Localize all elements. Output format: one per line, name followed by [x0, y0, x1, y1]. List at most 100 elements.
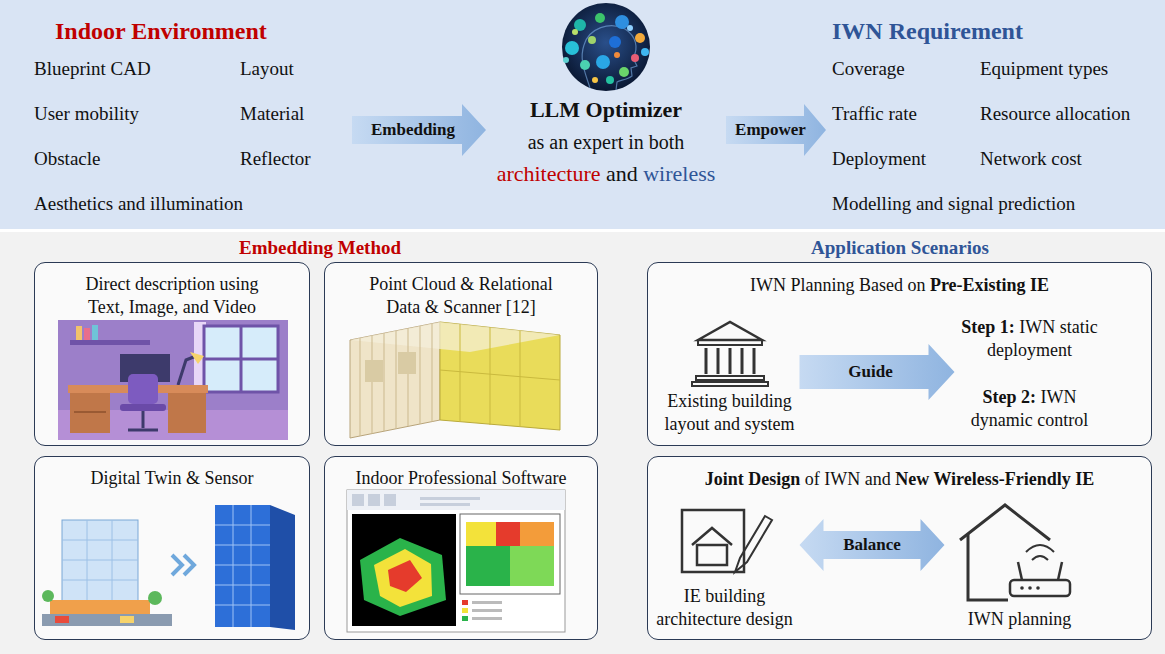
- building-icon-part: [741, 348, 744, 374]
- digital-twin-illustration-part: [148, 591, 162, 605]
- software-screenshot-part: [420, 503, 470, 506]
- blueprint-icon-part: [682, 510, 744, 572]
- house-router-icon-part: [1058, 562, 1062, 580]
- room-illustration: [58, 320, 288, 440]
- software-screenshot-part: [496, 522, 520, 546]
- list-item: Material: [240, 91, 350, 136]
- node-text: New Wireless-Friendly IE: [895, 469, 1094, 489]
- block-arrow: [352, 104, 486, 156]
- top-band: [0, 0, 1165, 229]
- node-text: Digital Twin & Sensor: [91, 468, 254, 488]
- software-screenshot-part: [466, 522, 496, 546]
- software-screenshot-part: [368, 494, 380, 506]
- room-illustration-part: [168, 393, 206, 433]
- ai-orb-illustration-part: [580, 60, 590, 70]
- block-arrow: [726, 104, 826, 156]
- node-text: Point Cloud & Relational Data & Scanner …: [369, 274, 553, 317]
- node-text: IWN Planning Based on: [750, 275, 925, 295]
- digital-twin-illustration-part: [120, 616, 134, 623]
- digital-twin-illustration-part: [62, 540, 138, 541]
- list-item: Traffic rate: [832, 91, 980, 136]
- point-cloud-illustration-part: [490, 327, 491, 425]
- card-fill-part: [324, 456, 598, 640]
- building-icon-part: [729, 348, 732, 374]
- room-illustration-part: [204, 358, 278, 361]
- digital-twin-illustration-part: [172, 555, 182, 575]
- node-text: and: [606, 161, 638, 186]
- ai-orb-illustration-part: [631, 54, 639, 62]
- house-router-icon-part: [1010, 580, 1070, 596]
- building-icon-part: [696, 376, 764, 380]
- ai-orb-illustration-part: [606, 76, 614, 84]
- arrow-label: Embedding: [371, 120, 455, 140]
- house-router-icon-part: [1036, 586, 1040, 590]
- room-illustration-part: [142, 411, 145, 428]
- software-screenshot: [347, 490, 565, 632]
- ai-orb-illustration-part: [565, 41, 579, 55]
- list-item: Layout: [240, 46, 350, 91]
- building-icon: [692, 322, 768, 386]
- list-item: Aesthetics and illumination: [34, 181, 350, 226]
- icon-node: Existing building layout and system: [660, 318, 800, 432]
- step-list: Step 1:IWN static deploymentStep 2:IWN d…: [955, 316, 1105, 432]
- top-band-part: [0, 0, 1165, 229]
- arrow-label: Balance: [843, 535, 901, 555]
- room-illustration-part: [76, 326, 82, 340]
- method-card: Indoor Professional Software: [324, 456, 598, 640]
- ai-orb-illustration: [562, 3, 650, 91]
- point-cloud-illustration-part: [520, 331, 521, 427]
- icon-node: IE building architecture design: [650, 500, 800, 634]
- software-screenshot-part: [384, 494, 396, 506]
- node-text: as an expert in both: [528, 131, 685, 153]
- room-illustration-part: [128, 374, 158, 404]
- room-illustration-part: [190, 352, 204, 364]
- digital-twin-illustration-part: [62, 520, 138, 602]
- optimizer-core: LLM Optimizeras an expert in botharchite…: [486, 95, 726, 191]
- digital-twin-illustration-part: [215, 585, 270, 586]
- list-item: Equipment types: [980, 46, 1160, 91]
- ai-orb-illustration-part: [582, 26, 637, 90]
- text-line: Step 1:IWN static deployment: [955, 316, 1105, 362]
- room-illustration-part: [120, 404, 166, 411]
- text-line: Existing building layout and system: [660, 390, 800, 436]
- text-line: architectureandwireless: [486, 159, 726, 191]
- digital-twin-illustration-part: [270, 505, 295, 630]
- ai-orb-illustration-part: [614, 52, 620, 58]
- node-text: Step 2:: [983, 387, 1037, 407]
- point-cloud-illustration-part: [396, 331, 397, 429]
- digital-twin-illustration-part: [215, 505, 270, 627]
- digital-twin-illustration-part: [55, 616, 69, 623]
- digital-twin-illustration-part: [215, 545, 270, 546]
- house-router-icon-part: [1032, 556, 1048, 560]
- node-text: Pre-Existing: [930, 275, 1026, 295]
- ai-orb-illustration-part: [588, 36, 596, 44]
- text-line: Indoor Professional Software: [345, 467, 577, 490]
- environment-group: Indoor EnvironmentBlueprint CADLayoutUse…: [30, 16, 352, 226]
- node-text: Step 1:: [961, 317, 1015, 337]
- node-text: IE building architecture design: [656, 586, 792, 629]
- block-arrow: [800, 519, 945, 571]
- node-text: IE: [1030, 275, 1049, 295]
- node-text: architecture: [497, 161, 601, 186]
- list-item: Network cost: [980, 136, 1160, 181]
- house-router-icon-part: [1028, 586, 1032, 590]
- ai-orb-illustration-part: [592, 77, 598, 83]
- point-cloud-illustration-part: [420, 326, 421, 424]
- house-router-icon-part: [1020, 586, 1024, 590]
- card-fill-part: [647, 456, 1152, 640]
- bottom-ground-part: [0, 232, 1165, 654]
- blueprint-icon: [682, 510, 772, 572]
- ai-orb-illustration-part: [609, 36, 621, 48]
- point-cloud-illustration: [350, 322, 560, 438]
- text-line: Digital Twin & Sensor: [55, 467, 289, 490]
- software-screenshot-part: [510, 546, 554, 586]
- digital-twin-illustration-part: [215, 525, 270, 526]
- list-item: Obstacle: [34, 136, 240, 181]
- digital-twin-illustration-part: [50, 600, 150, 614]
- card-fill: [34, 262, 1152, 640]
- blueprint-icon-part: [735, 516, 772, 572]
- software-screenshot-part: [462, 608, 468, 613]
- card-fill-part: [324, 262, 598, 446]
- point-cloud-illustration-part: [460, 324, 461, 422]
